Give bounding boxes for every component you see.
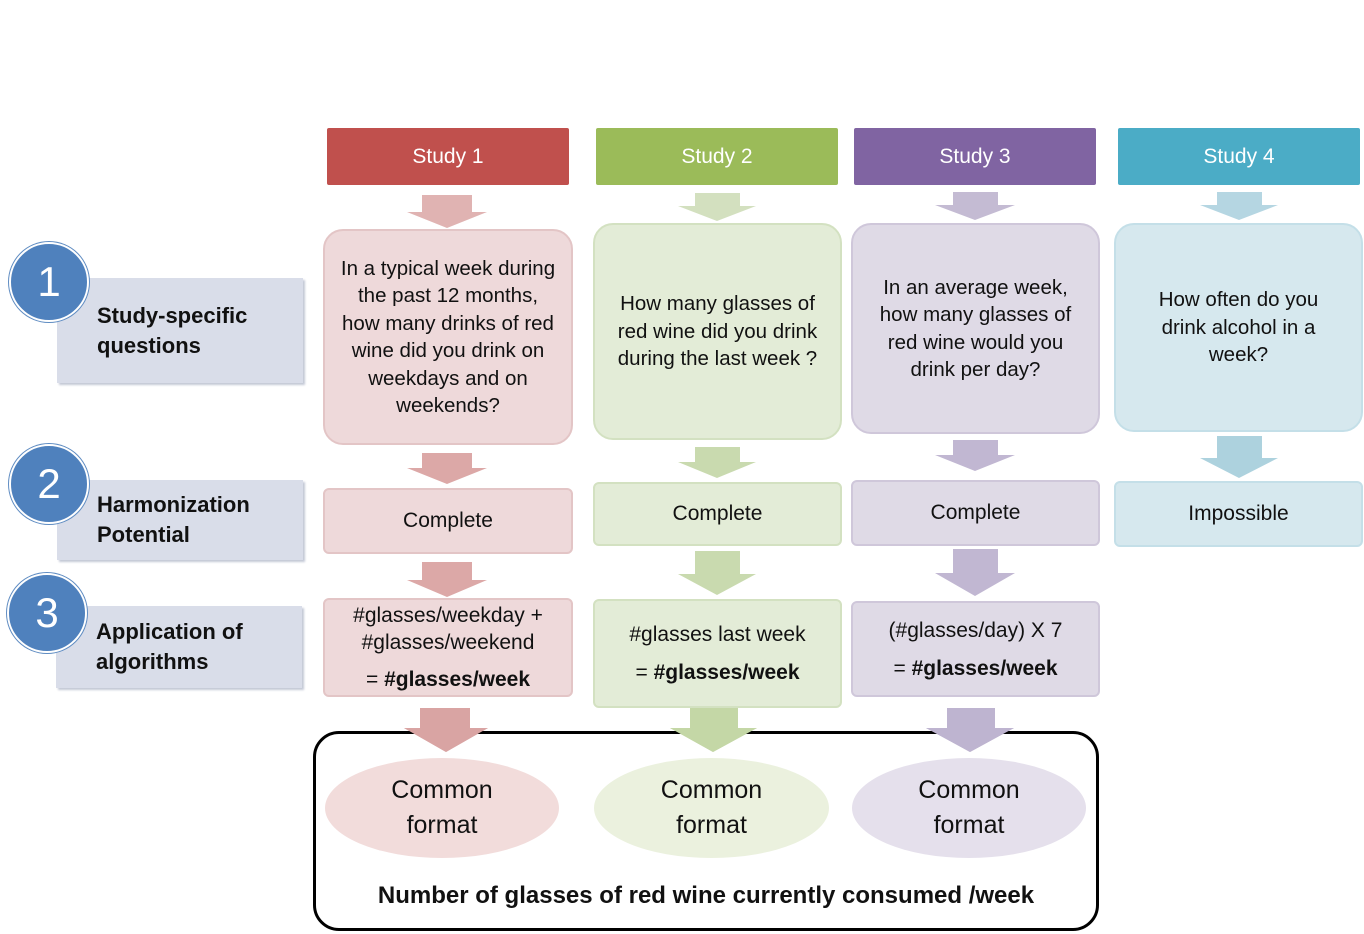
equals-sign: =	[365, 668, 385, 691]
study-3-algorithm: (#glasses/day) X 7 = #glasses/week	[851, 601, 1100, 697]
study-1-potential: Complete	[323, 488, 573, 554]
arrow-down-icon	[1200, 192, 1278, 220]
step-1-label-text: Study-specific questions	[97, 302, 248, 358]
equals-sign: =	[893, 656, 912, 680]
study-3-algorithm-result: = #glasses/week	[893, 655, 1057, 682]
study-1-common-format: Common format	[325, 758, 559, 858]
study-1-algorithm-result: = #glasses/week	[366, 666, 530, 693]
study-2-common-format: Common format	[594, 758, 829, 858]
study-2-header-text: Study 2	[681, 144, 753, 168]
study-1-question-text: In a typical week during the past 12 mon…	[340, 256, 556, 418]
study-2-result-text: #glasses/week	[653, 661, 800, 684]
study-1-result-text: #glasses/week	[384, 668, 531, 691]
study-3-result-text: #glasses/week	[911, 656, 1058, 680]
study-4-question: How often do you drink alcohol in a week…	[1114, 223, 1363, 432]
study-2-algorithm: #glasses last week = #glasses/week	[593, 599, 842, 708]
study-4-potential-text: Impossible	[1188, 502, 1289, 525]
study-2-potential: Complete	[593, 482, 842, 546]
study-1-header: Study 1	[327, 128, 569, 185]
study-1-question: In a typical week during the past 12 mon…	[323, 229, 573, 445]
step-2-label-text: Harmonization Potential	[97, 492, 250, 547]
study-2-question: How many glasses of red wine did you dri…	[593, 223, 842, 440]
study-4-potential: Impossible	[1114, 481, 1363, 547]
study-3-common-format: Common format	[852, 758, 1086, 858]
study-2-algorithm-line1: #glasses last week	[629, 623, 806, 646]
study-3-algorithm-line1: (#glasses/day) X 7	[888, 618, 1063, 642]
study-3-question-text: In an average week, how many glasses of …	[879, 275, 1072, 382]
arrow-down-icon	[407, 562, 487, 597]
study-2-algorithm-result: = #glasses/week	[635, 659, 799, 686]
arrow-down-icon	[926, 708, 1014, 752]
arrow-down-icon	[678, 447, 756, 478]
arrow-down-icon	[407, 453, 487, 484]
study-3-header: Study 3	[854, 128, 1096, 185]
study-3-potential: Complete	[851, 480, 1100, 546]
footer-label: Number of glasses of red wine currently …	[377, 882, 1035, 909]
study-1-common-format-text: Common format	[391, 776, 493, 839]
step-3-circle: 3	[7, 573, 87, 653]
equals-sign: =	[635, 661, 654, 684]
step-2-circle: 2	[9, 444, 89, 524]
arrow-down-icon	[935, 440, 1015, 471]
arrow-down-icon	[407, 195, 487, 228]
study-1-header-text: Study 1	[412, 144, 484, 168]
step-2-label: Harmonization Potential	[57, 480, 303, 560]
study-1-algorithm: #glasses/weekday + #glasses/weekend = #g…	[323, 598, 573, 697]
arrow-down-icon	[670, 708, 757, 752]
study-4-header: Study 4	[1118, 128, 1360, 185]
study-2-common-format-text: Common format	[660, 776, 763, 839]
study-2-header: Study 2	[596, 128, 838, 185]
arrow-down-icon	[935, 192, 1015, 220]
step-3-label: Application of algorithms	[56, 606, 302, 688]
arrow-down-icon	[1200, 436, 1278, 478]
study-1-potential-text: Complete	[403, 509, 493, 532]
study-2-question-text: How many glasses of red wine did you dri…	[617, 292, 818, 371]
study-4-question-text: How often do you drink alcohol in a week…	[1158, 288, 1319, 367]
study-4-header-text: Study 4	[1203, 144, 1275, 168]
study-3-header-text: Study 3	[939, 144, 1011, 168]
study-3-common-format-text: Common format	[918, 776, 1020, 839]
study-1-algorithm-line2: #glasses/weekend	[361, 631, 535, 654]
step-1-number: 1	[37, 258, 61, 305]
step-3-number: 3	[35, 589, 59, 636]
step-2-number: 2	[37, 460, 61, 507]
arrow-down-icon	[678, 551, 756, 595]
arrow-down-icon	[404, 708, 488, 752]
study-3-potential-text: Complete	[930, 501, 1021, 524]
arrow-down-icon	[678, 193, 756, 221]
step-3-label-text: Application of algorithms	[96, 619, 243, 674]
step-1-circle: 1	[9, 242, 89, 322]
step-1-label: Study-specific questions	[57, 278, 303, 383]
study-2-potential-text: Complete	[672, 502, 763, 525]
study-1-algorithm-line1: #glasses/weekday +	[353, 604, 543, 627]
arrow-down-icon	[935, 549, 1015, 596]
study-3-question: In an average week, how many glasses of …	[851, 223, 1100, 434]
